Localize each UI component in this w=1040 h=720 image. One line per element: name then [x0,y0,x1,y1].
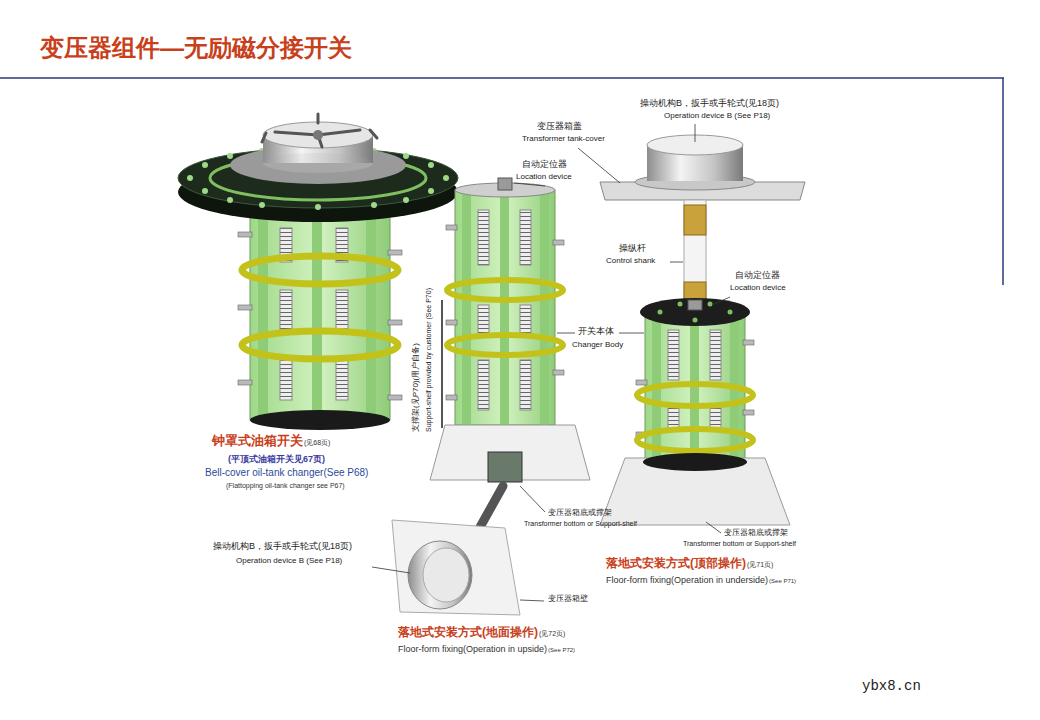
label-group: Bell-cover oil-tank changer(See P68) [205,467,368,479]
label-group: Operation device B (See P18) [664,111,770,120]
part-label-en: Location device [516,172,572,181]
view-title: 落地式安装方式(顶部操作) [606,557,746,571]
floor-changer-top-operation [600,135,805,525]
part-label: 变压器箱盖 [537,121,582,131]
label-group: Floor-form fixing(Operation in upside)(S… [398,644,575,654]
part-label-en: Transformer bottom or Support-shelf [683,540,796,548]
label-group: 操纵杆 [619,243,646,253]
label-group: Transformer bottom or Support-shelf [524,520,637,528]
part-label-en: Transformer tank-cover [522,134,605,143]
label-group: 操动机构B，扳手或手轮式(见18页) [213,541,352,551]
view-title-en: Bell-cover oil-tank changer(See P68) [205,467,368,479]
part-label: 变压器箱底或撑架 [724,528,788,537]
page-reference: (见71页) [747,561,773,569]
page-reference: (见68页) [304,439,330,447]
part-label: 自动定位器 [522,159,567,169]
label-group: 自动定位器 [522,159,567,169]
label-group: Location device [516,172,572,181]
label-group: (Flattopping oil-tank changer see P67) [226,482,345,490]
label-group: 操动机构B，扳手或手轮式(见18页) [640,98,779,108]
view-title-en: Floor-form fixing(Operation in upside) [398,644,547,654]
page-reference: (See P71) [769,578,796,585]
label-group: Operation device B (See P18) [236,556,342,565]
label-group: 落地式安装方式(地面操作)(见72页) [398,626,565,640]
part-label: 自动定位器 [735,270,780,280]
part-label-en: Support-shelf provided by customer (See … [425,288,433,432]
part-label-en: Operation device B (See P18) [664,111,770,120]
page-reference: (See P72) [548,647,575,654]
page-title: 变压器组件—无励磁分接开关 [40,32,352,64]
label-group: 自动定位器 [735,270,780,280]
floor-changer-ground-operation [392,178,590,615]
view-title-en: Floor-form fixing(Operation in underside… [606,575,768,585]
label-group: 支撑架(见P70)(用户自备) [411,343,420,432]
view-note: (平顶式油箱开关见67页) [228,454,325,464]
label-group: 变压器箱底或撑架 [724,528,788,537]
label-group: 落地式安装方式(顶部操作)(见71页) [606,557,773,571]
label-group: Control shank [606,256,655,265]
part-label-en: Transformer bottom or Support-shelf [524,520,637,528]
label-group: Floor-form fixing(Operation in underside… [606,575,796,585]
part-label: 操动机构B，扳手或手轮式(见18页) [213,541,352,551]
part-label: 开关本体 [578,326,614,336]
label-group: 开关本体 [578,326,614,336]
label-group: Changer Body [572,340,623,349]
view-title: 落地式安装方式(地面操作) [398,626,538,640]
label-group: Transformer bottom or Support-shelf [683,540,796,548]
part-label: 变压器箱底或撑架 [548,508,612,517]
part-label: 操纵杆 [619,243,646,253]
part-label: 变压器箱壁 [548,594,588,603]
label-group: Location device [730,283,786,292]
watermark: ybx8.cn [862,678,921,694]
part-label-en: Changer Body [572,340,623,349]
label-group: Support-shelf provided by customer (See … [425,288,433,432]
page-reference: (Flattopping oil-tank changer see P67) [226,482,345,490]
label-group: 钟罩式油箱开关(见68页) [212,434,330,449]
view-title: 钟罩式油箱开关 [212,434,303,449]
part-label: 操动机构B，扳手或手轮式(见18页) [640,98,779,108]
label-group: ybx8.cn [862,678,921,694]
page-reference: (见72页) [539,630,565,638]
part-label-en: Control shank [606,256,655,265]
part-label-en: Location device [730,283,786,292]
label-group: 变压器箱壁 [548,594,588,603]
label-group: 变压器箱底或撑架 [548,508,612,517]
label-group: (平顶式油箱开关见67页) [228,454,325,464]
leader-lines [372,124,730,601]
part-label-en: Operation device B (See P18) [236,556,342,565]
label-group: 变压器箱盖 [537,121,582,131]
part-label: 支撑架(见P70)(用户自备) [411,343,420,432]
label-group: Transformer tank-cover [522,134,605,143]
